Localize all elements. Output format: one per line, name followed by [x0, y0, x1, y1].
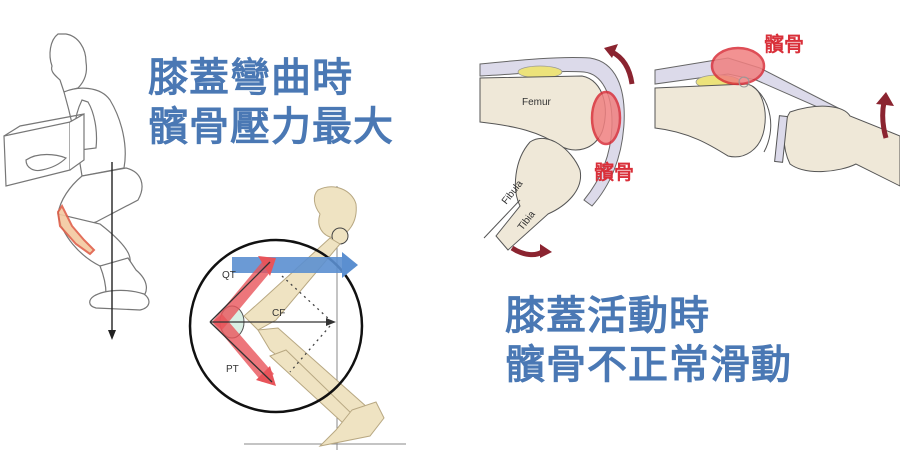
headline-2-line-1: 膝蓋活動時: [505, 293, 710, 339]
patella-highlight-2: [710, 46, 766, 86]
patella-label-extended: 髕骨: [764, 32, 804, 56]
patella-highlight: [590, 90, 622, 146]
rotate-arrow-icon-2: [540, 244, 552, 258]
headline-flexion-pressure: 膝蓋彎曲時 髕骨壓力最大: [148, 54, 394, 152]
femur-label: Femur: [522, 97, 551, 108]
rotate-arrow-icon: [604, 44, 618, 58]
arrow-right-icon: [342, 252, 358, 278]
headline-2-line-2: 髕骨不正常滑動: [505, 341, 792, 388]
cf-label: CF: [272, 308, 286, 319]
arrow-up-right-icon: [258, 256, 276, 276]
arrow-up-icon: [876, 92, 894, 106]
patella-label-flexed: 髕骨: [594, 160, 634, 184]
headline-abnormal-tracking: 膝蓋活動時 髕骨不正常滑動: [505, 292, 792, 390]
headline-1-line-2: 髕骨壓力最大: [148, 103, 394, 150]
pt-label: PT: [226, 364, 239, 375]
arrow-down-icon: [108, 330, 116, 340]
knee-highlight: [56, 204, 96, 256]
qt-label: QT: [222, 270, 236, 281]
force-circle: [188, 238, 364, 414]
headline-1-line-1: 膝蓋彎曲時: [148, 55, 353, 101]
